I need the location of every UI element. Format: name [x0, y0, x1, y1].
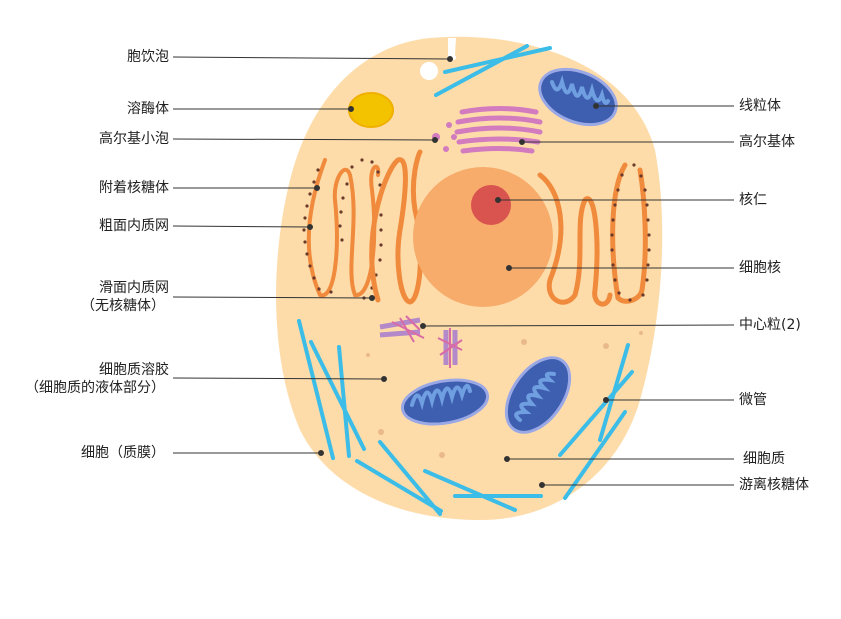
golgi-apparatus: [454, 106, 543, 154]
label-nucleus: 细胞核: [739, 260, 781, 276]
label-golgi-vesicle: 高尔基小泡: [99, 131, 169, 147]
centriole-right: [437, 328, 463, 368]
microtubules-top: [434, 44, 552, 97]
leader-lines: [172, 56, 735, 488]
label-plasma-membrane: 细胞（质膜）: [81, 445, 165, 461]
label-nucleolus: 核仁: [739, 192, 767, 208]
smooth-er: [369, 149, 423, 305]
microtubules-lower: [297, 319, 634, 516]
ribosomes-right: [610, 163, 651, 302]
label-mitochondrion: 线粒体: [739, 98, 781, 114]
label-cytoplasm: 细胞质: [743, 451, 785, 467]
label-golgi-apparatus: 高尔基体: [739, 134, 795, 150]
label-cytosol: 细胞质溶胶: [99, 362, 169, 378]
nucleus: [413, 167, 553, 307]
mitochondrion-bottom-left: [400, 378, 490, 426]
label-smooth-er-note: （无核糖体）: [81, 298, 165, 314]
label-rough-er: 粗面内质网: [99, 218, 169, 234]
label-cytosol-note: （细胞质的液体部分）: [25, 380, 165, 396]
centriole-left: [379, 315, 425, 343]
label-free-ribosome: 游离核糖体: [739, 477, 809, 493]
label-microtubule: 微管: [739, 392, 767, 408]
pinocytic-vesicle: [420, 38, 457, 80]
nucleolus: [471, 185, 511, 225]
label-lysosome: 溶酶体: [127, 101, 169, 117]
ribosomes-left: [302, 158, 383, 300]
label-smooth-er: 滑面内质网: [99, 280, 169, 296]
mitochondrion-top: [538, 67, 618, 127]
label-centriole: 中心粒(2): [739, 317, 801, 333]
label-attached-ribosome: 附着核糖体: [99, 180, 169, 196]
label-pinocytic-vesicle: 胞饮泡: [127, 49, 169, 65]
mitochondrion-bottom-right: [504, 356, 572, 434]
free-ribosome-dots: [366, 331, 643, 458]
lysosome: [348, 92, 394, 128]
